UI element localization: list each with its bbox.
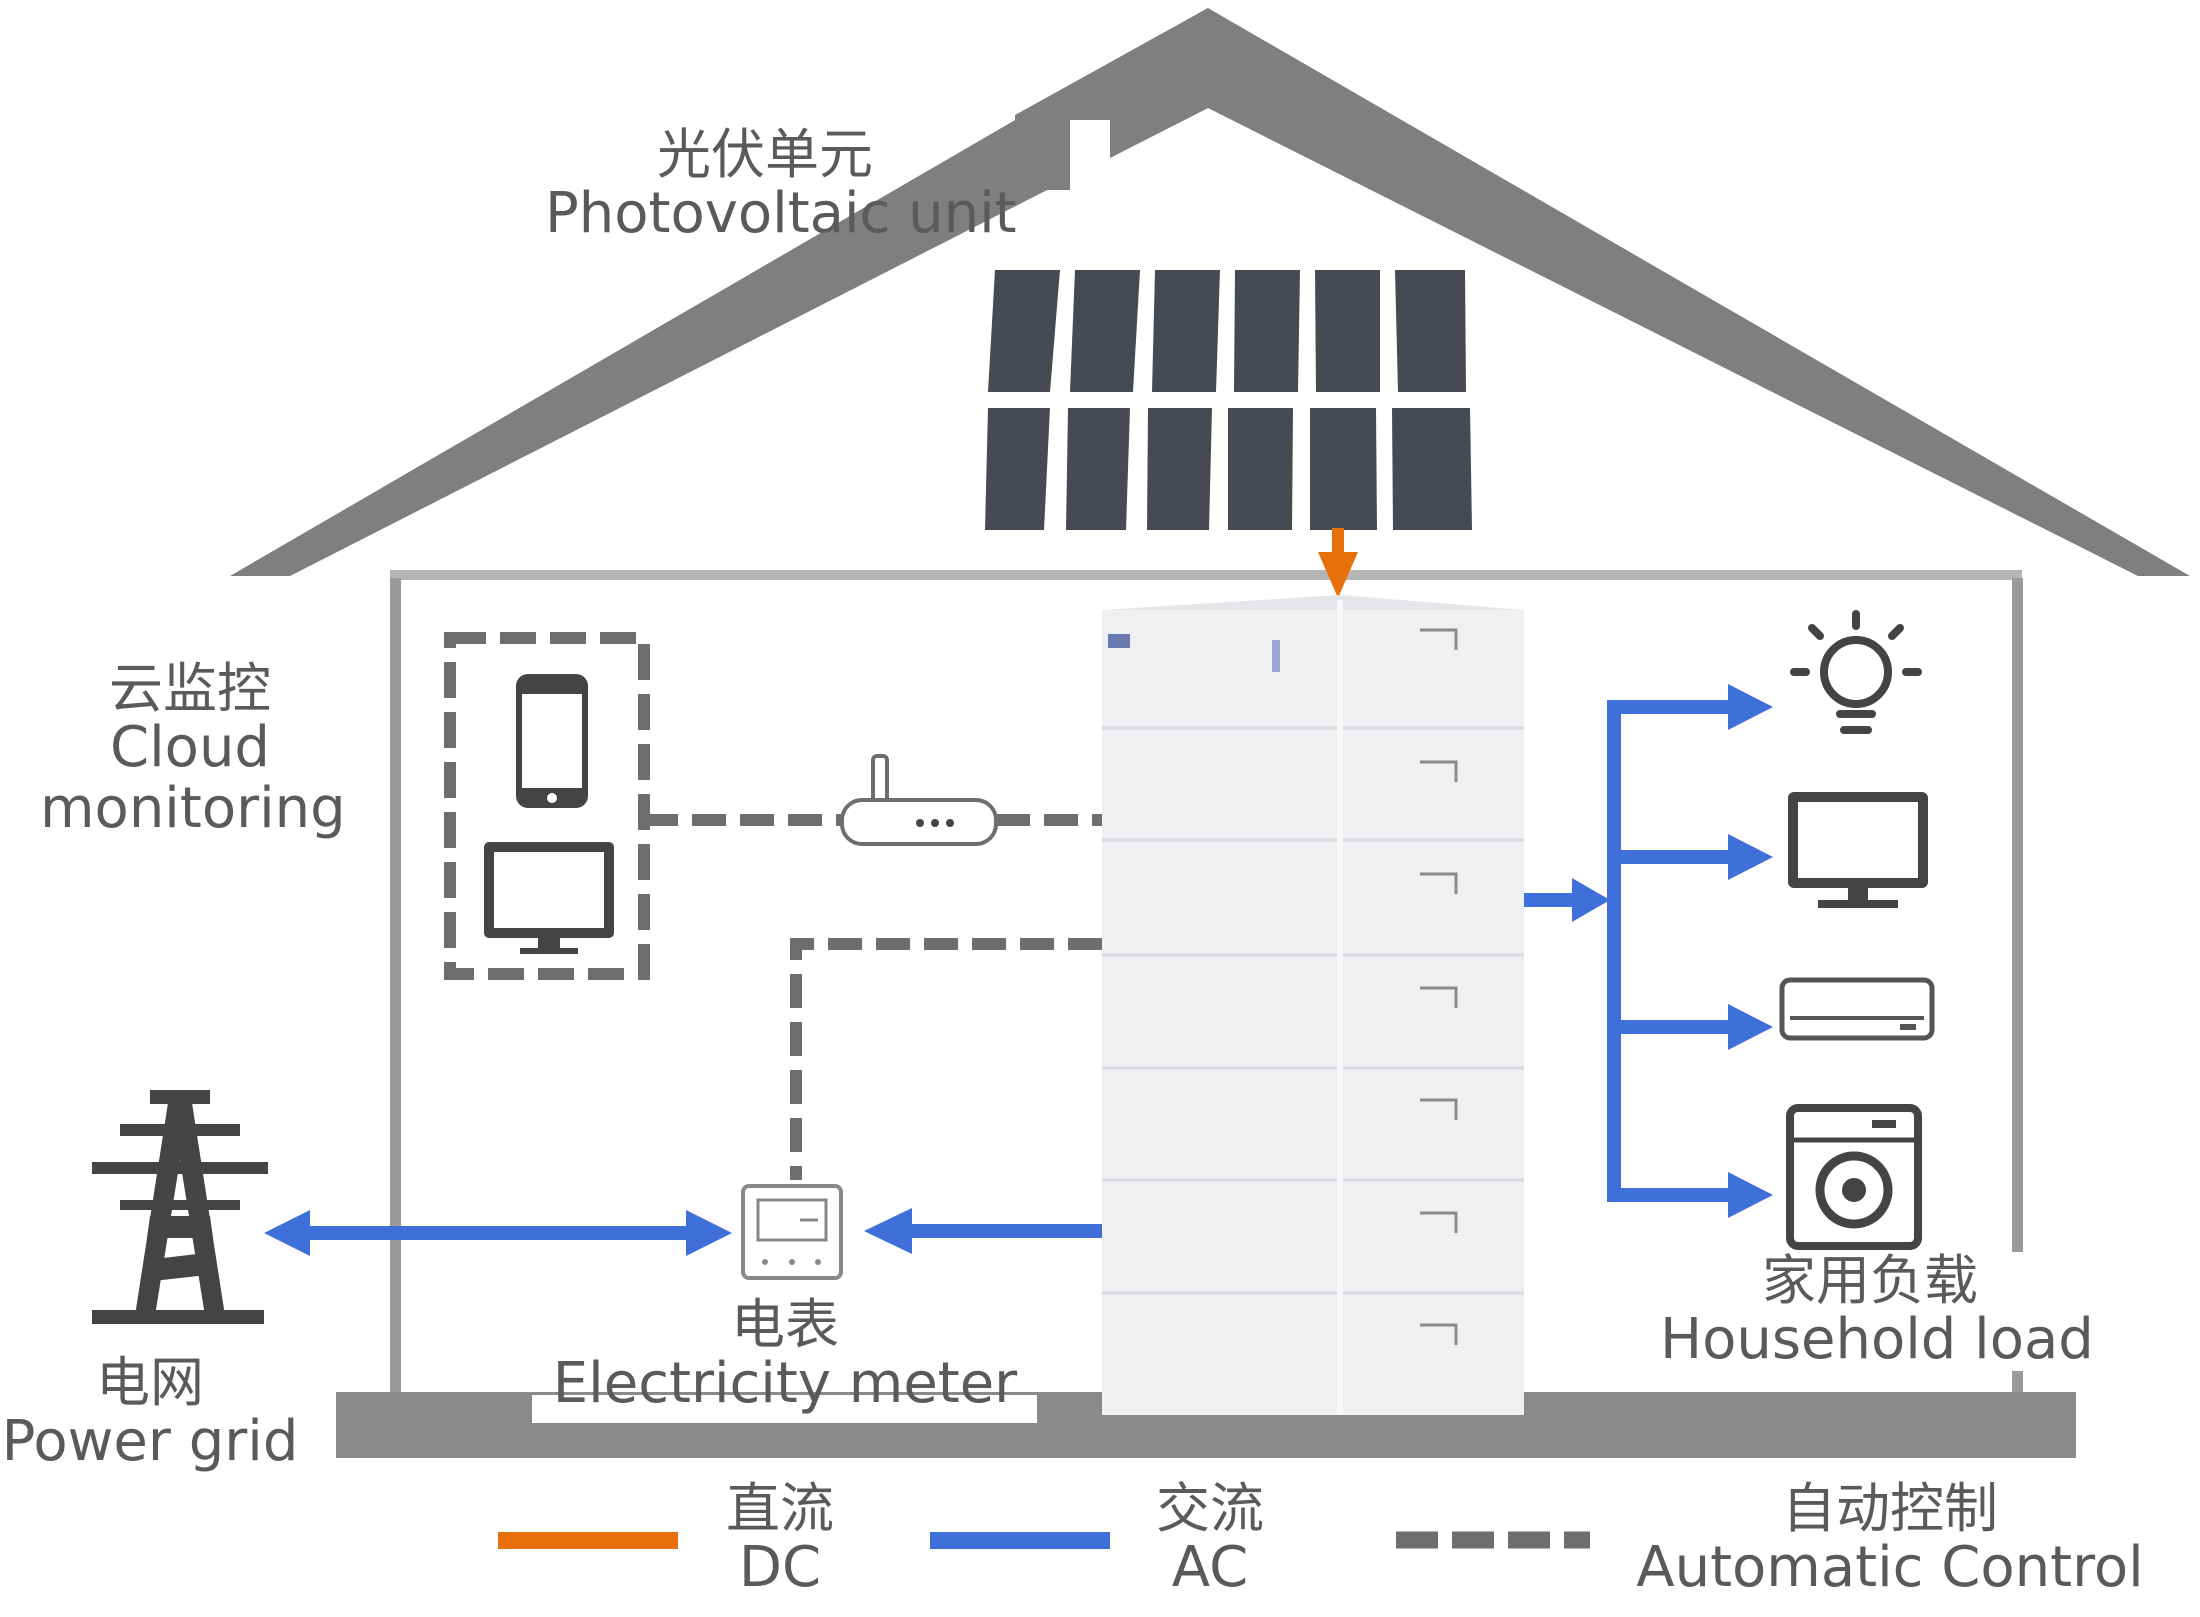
legend-ac-en: AC (1171, 1535, 1249, 1601)
battery-stack-icon (1102, 595, 1524, 1415)
legend-control-en: Automatic Control (1636, 1535, 2144, 1601)
label-cloud: 云监控 Cloud monitoring (40, 657, 346, 841)
meter-icon (741, 1184, 843, 1280)
label-cloud-en1: Cloud (110, 715, 270, 781)
roof (230, 8, 2190, 576)
tv-icon (1788, 792, 1928, 908)
legend-dc: 直流 DC (690, 1477, 870, 1601)
label-meter: 电表 Electricity meter (530, 1293, 1040, 1417)
bulb-icon (1790, 610, 1922, 734)
label-household-cn: 家用负载 (1762, 1249, 1978, 1312)
label-meter-cn: 电表 (731, 1293, 839, 1356)
label-photovoltaic: 光伏单元 Photovoltaic unit (545, 123, 1017, 247)
washing-machine-icon (1786, 1104, 1922, 1250)
label-cloud-cn: 云监控 (109, 657, 271, 720)
legend-dc-line (498, 1532, 678, 1549)
router-icon (840, 754, 998, 846)
control-line-meter (790, 938, 1102, 1180)
label-meter-en: Electricity meter (552, 1351, 1018, 1417)
label-cloud-en2: monitoring (40, 775, 346, 841)
legend-control-cn: 自动控制 (1782, 1477, 1998, 1540)
label-photovoltaic-cn: 光伏单元 (657, 123, 873, 186)
air-conditioner-icon (1779, 977, 1935, 1041)
legend-dc-cn: 直流 (726, 1477, 834, 1540)
legend-control: 自动控制 Automatic Control (1620, 1477, 2160, 1601)
ac-arrow-battery-meter (864, 1208, 1102, 1254)
legend-ac-cn: 交流 (1156, 1477, 1264, 1540)
label-power-grid: 电网 Power grid (0, 1351, 300, 1475)
ac-distribution (1524, 684, 1773, 1218)
cloud-monitoring-box (444, 632, 650, 980)
solar-panel-icon (985, 270, 1472, 530)
pylon-icon (92, 1090, 268, 1324)
label-power-grid-en: Power grid (1, 1409, 299, 1475)
legend-lines (498, 1531, 1590, 1549)
label-household-en: Household load (1660, 1307, 2094, 1373)
label-photovoltaic-en: Photovoltaic unit (545, 181, 1017, 247)
legend-ac: 交流 AC (1120, 1477, 1300, 1601)
dc-arrow (1318, 528, 1358, 598)
monitor-icon (484, 842, 614, 954)
legend-ac-line (930, 1532, 1110, 1549)
ac-arrow-meter-grid (264, 1210, 732, 1256)
label-power-grid-cn: 电网 (96, 1351, 204, 1414)
legend-dc-en: DC (738, 1535, 822, 1601)
label-household: 家用负载 Household load (1660, 1249, 2094, 1373)
phone-icon (516, 674, 588, 808)
